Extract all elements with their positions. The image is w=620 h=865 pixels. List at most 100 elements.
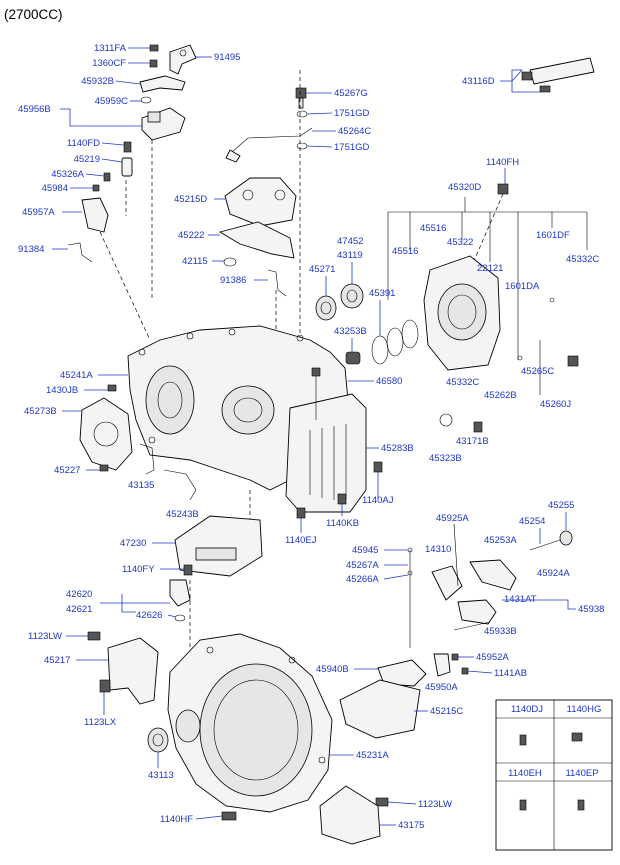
part-label-45950A: 45950A bbox=[425, 682, 458, 693]
bolt-1140AJ bbox=[373, 461, 383, 473]
part-label-1141AB: 1141AB bbox=[494, 668, 527, 679]
part-label-43119: 43119 bbox=[337, 250, 363, 261]
part-label-42115: 42115 bbox=[182, 256, 208, 267]
bracket-45243B bbox=[163, 469, 197, 501]
bolt-45933B bbox=[453, 621, 491, 631]
part-label-45271: 45271 bbox=[309, 264, 335, 275]
part-label-14310: 14310 bbox=[425, 544, 451, 555]
seal-43113 bbox=[147, 727, 169, 753]
clip-91384 bbox=[67, 242, 93, 263]
part-label-45241A: 45241A bbox=[60, 370, 93, 381]
part-label-43171B: 43171B bbox=[456, 436, 489, 447]
part-label-1601DF: 1601DF bbox=[536, 230, 570, 241]
part-label-45320D: 45320D bbox=[448, 182, 481, 193]
nut-1360CF bbox=[149, 59, 158, 68]
gasket-1751GD bbox=[296, 110, 308, 118]
part-label-45940B: 45940B bbox=[316, 664, 349, 675]
ring-45323B bbox=[439, 413, 453, 427]
part-label-45264C: 45264C bbox=[338, 126, 371, 137]
pin-1601DA bbox=[549, 297, 555, 303]
dash-line bbox=[469, 193, 504, 271]
part-label-1140HF: 1140HF bbox=[160, 814, 193, 825]
bolt-1123LW bbox=[87, 631, 101, 641]
part-label-45219: 45219 bbox=[74, 154, 100, 165]
part-label-1140KB: 1140KB bbox=[326, 518, 359, 529]
sealant-tube-43116D bbox=[521, 57, 595, 93]
part-label-45262B: 45262B bbox=[484, 390, 517, 401]
part-label-43253B: 43253B bbox=[334, 326, 367, 337]
part-label-43113: 43113 bbox=[148, 770, 174, 781]
lever-14310 bbox=[431, 565, 463, 601]
part-label-22121: 22121 bbox=[477, 263, 503, 274]
part-label-47230: 47230 bbox=[120, 538, 146, 549]
part-label-45265C: 45265C bbox=[521, 366, 554, 377]
bolt-1140FY bbox=[183, 564, 193, 576]
part-label-45273B: 45273B bbox=[24, 406, 57, 417]
part-label-45255: 45255 bbox=[548, 500, 574, 511]
plug-45260J bbox=[567, 355, 579, 367]
leader-1140HF bbox=[195, 815, 223, 820]
part-label-45326A: 45326A bbox=[51, 169, 84, 180]
legend-cell-label: 1140DJ bbox=[511, 704, 543, 715]
part-label-45231A: 45231A bbox=[356, 750, 389, 761]
part-label-91386: 91386 bbox=[220, 275, 246, 286]
part-label-43175: 43175 bbox=[398, 820, 424, 831]
part-label-1140EJ: 1140EJ bbox=[285, 535, 317, 546]
part-label-91384: 91384 bbox=[18, 244, 44, 255]
clip-91386 bbox=[267, 269, 287, 297]
pin-1430JB bbox=[107, 384, 117, 392]
leader-1751GD_b bbox=[306, 145, 333, 148]
rear-cover-45322 bbox=[423, 255, 501, 371]
bearing-43253B bbox=[345, 351, 361, 365]
seal-45255 bbox=[559, 530, 573, 546]
ring-45959C bbox=[140, 96, 152, 104]
engine-variant-header: (2700CC) bbox=[4, 7, 63, 22]
part-label-1140FD: 1140FD bbox=[67, 138, 100, 149]
leader-45326A bbox=[85, 173, 105, 177]
plate-45938 bbox=[457, 599, 497, 625]
bracket-45222 bbox=[218, 221, 295, 259]
part-label-45267A: 45267A bbox=[346, 560, 379, 571]
bolt-45265C bbox=[517, 355, 523, 361]
washer-45984 bbox=[92, 184, 100, 192]
seal-47452 bbox=[340, 283, 364, 309]
bolt-45267G bbox=[295, 87, 307, 109]
part-label-45243B: 45243B bbox=[166, 509, 199, 520]
part-label-45332C_a: 45332C bbox=[566, 254, 599, 265]
bolt-1123LX bbox=[99, 679, 111, 693]
part-label-1140AJ: 1140AJ bbox=[362, 495, 394, 506]
pipe-45264C bbox=[225, 127, 313, 163]
leader-45219 bbox=[101, 158, 123, 163]
leader-1141AB bbox=[467, 670, 493, 674]
part-label-45984: 45984 bbox=[42, 183, 68, 194]
part-label-45516_a: 45516 bbox=[420, 223, 446, 234]
bolt-45326A bbox=[103, 172, 111, 182]
part-label-43135: 43135 bbox=[128, 480, 154, 491]
washer-42626 bbox=[174, 614, 186, 622]
bolt-1140KB bbox=[337, 493, 347, 505]
part-label-45332C_b: 45332C bbox=[446, 377, 479, 388]
part-label-45959C: 45959C bbox=[95, 96, 128, 107]
part-label-45227: 45227 bbox=[54, 465, 80, 476]
bracket-43175 bbox=[319, 785, 381, 845]
bolt-45952A bbox=[451, 653, 459, 661]
leader-1140FD bbox=[101, 142, 125, 146]
part-label-91495: 91495 bbox=[214, 52, 240, 63]
sensor-42620 bbox=[169, 579, 191, 607]
part-label-45215C: 45215C bbox=[430, 706, 463, 717]
part-label-43116D: 43116D bbox=[462, 76, 495, 87]
part-label-45925A: 45925A bbox=[436, 513, 469, 524]
solenoid-45956B bbox=[141, 107, 186, 141]
oil-pan-45283B bbox=[285, 393, 367, 513]
bracket-91495 bbox=[169, 44, 197, 75]
leader-42620 bbox=[121, 594, 136, 613]
leader-43116D bbox=[500, 69, 540, 93]
part-label-45945: 45945 bbox=[352, 545, 378, 556]
part-label-1431AT: 1431AT bbox=[504, 594, 537, 605]
part-label-45253A: 45253A bbox=[484, 535, 517, 546]
leader-45938 bbox=[502, 599, 576, 610]
part-label-45952A: 45952A bbox=[476, 652, 509, 663]
dash-line bbox=[99, 231, 151, 341]
legend-cell-label: 1140EH bbox=[508, 768, 542, 779]
bracket-43135 bbox=[139, 443, 155, 475]
